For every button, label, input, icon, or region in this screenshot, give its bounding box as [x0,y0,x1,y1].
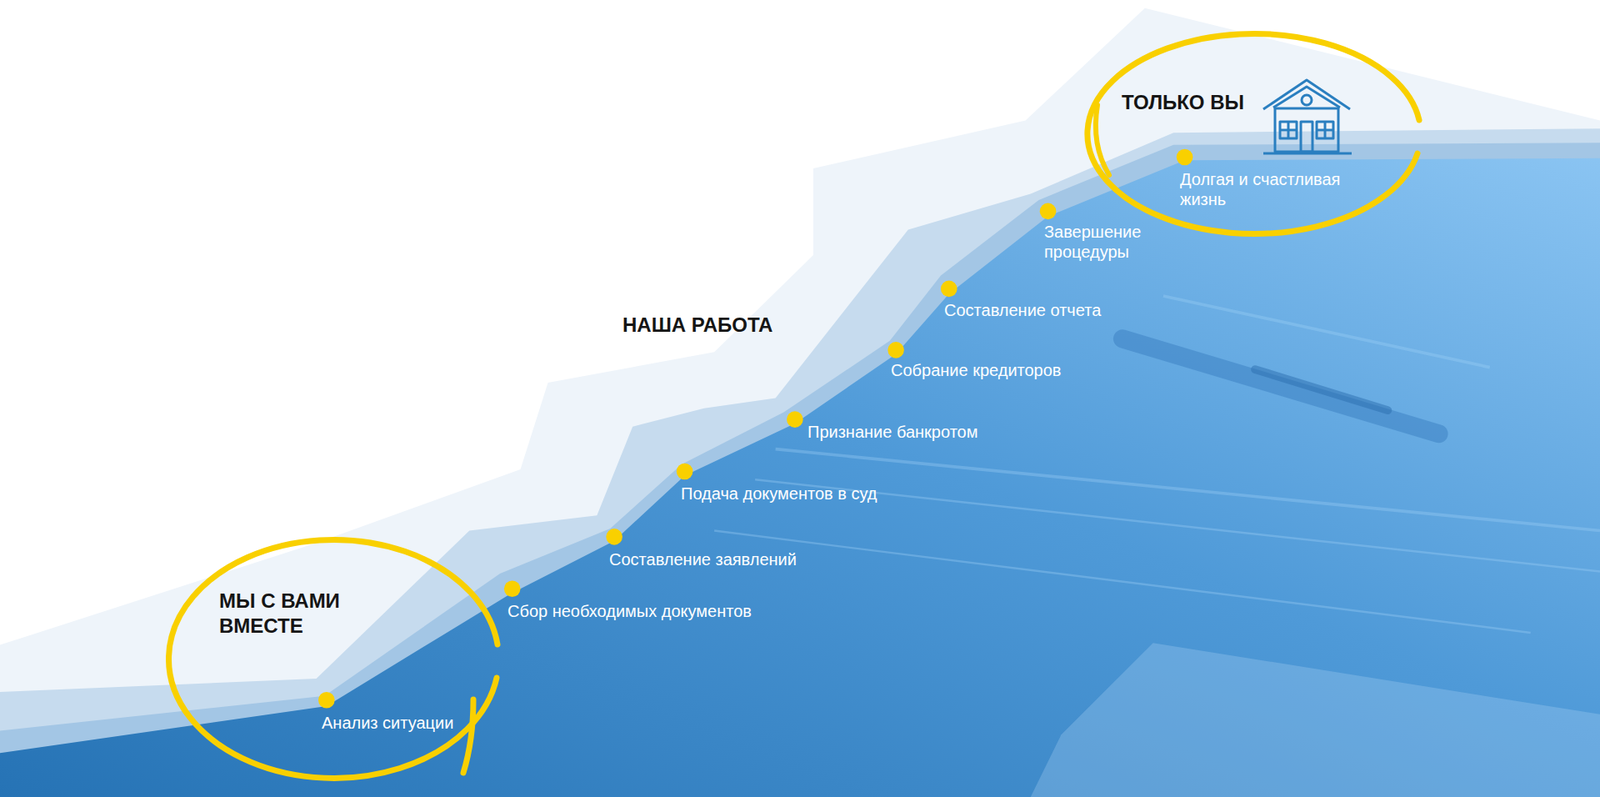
group-heading: МЫ С ВАМИ ВМЕСТЕ [219,588,368,639]
step-label: Составление отчета [944,300,1101,320]
house-icon [1263,80,1352,154]
highlight-ellipse [168,539,498,778]
highlight-group: ТОЛЬКО ВЫ Долгая и счастливая жизнь [1070,28,1438,242]
group-heading: ТОЛЬКО ВЫ [1121,90,1245,115]
ellipse-outline [1070,28,1438,242]
highlight-tail [463,699,474,773]
step-label: Подача документов в суд [680,483,877,504]
step-label: Завершение процедуры [1044,221,1178,262]
highlight-group: МЫ С ВАМИ ВМЕСТЕ Анализ ситуации [163,535,522,790]
highlight-tail [1095,105,1110,175]
step-label: Составление заявлений [609,549,797,570]
step-label: Анализ ситуации [321,712,454,733]
ellipse-outline [163,535,522,790]
step-label: Собрание кредиторов [890,360,1062,380]
step-label: Признание банкротом [807,421,978,442]
step-label: Сбор необходимых документов [507,600,752,621]
step-label: Долгая и счастливая жизнь [1180,169,1347,210]
diagram-title: НАША РАБОТА [622,312,773,338]
highlight-ellipse [1087,33,1420,234]
